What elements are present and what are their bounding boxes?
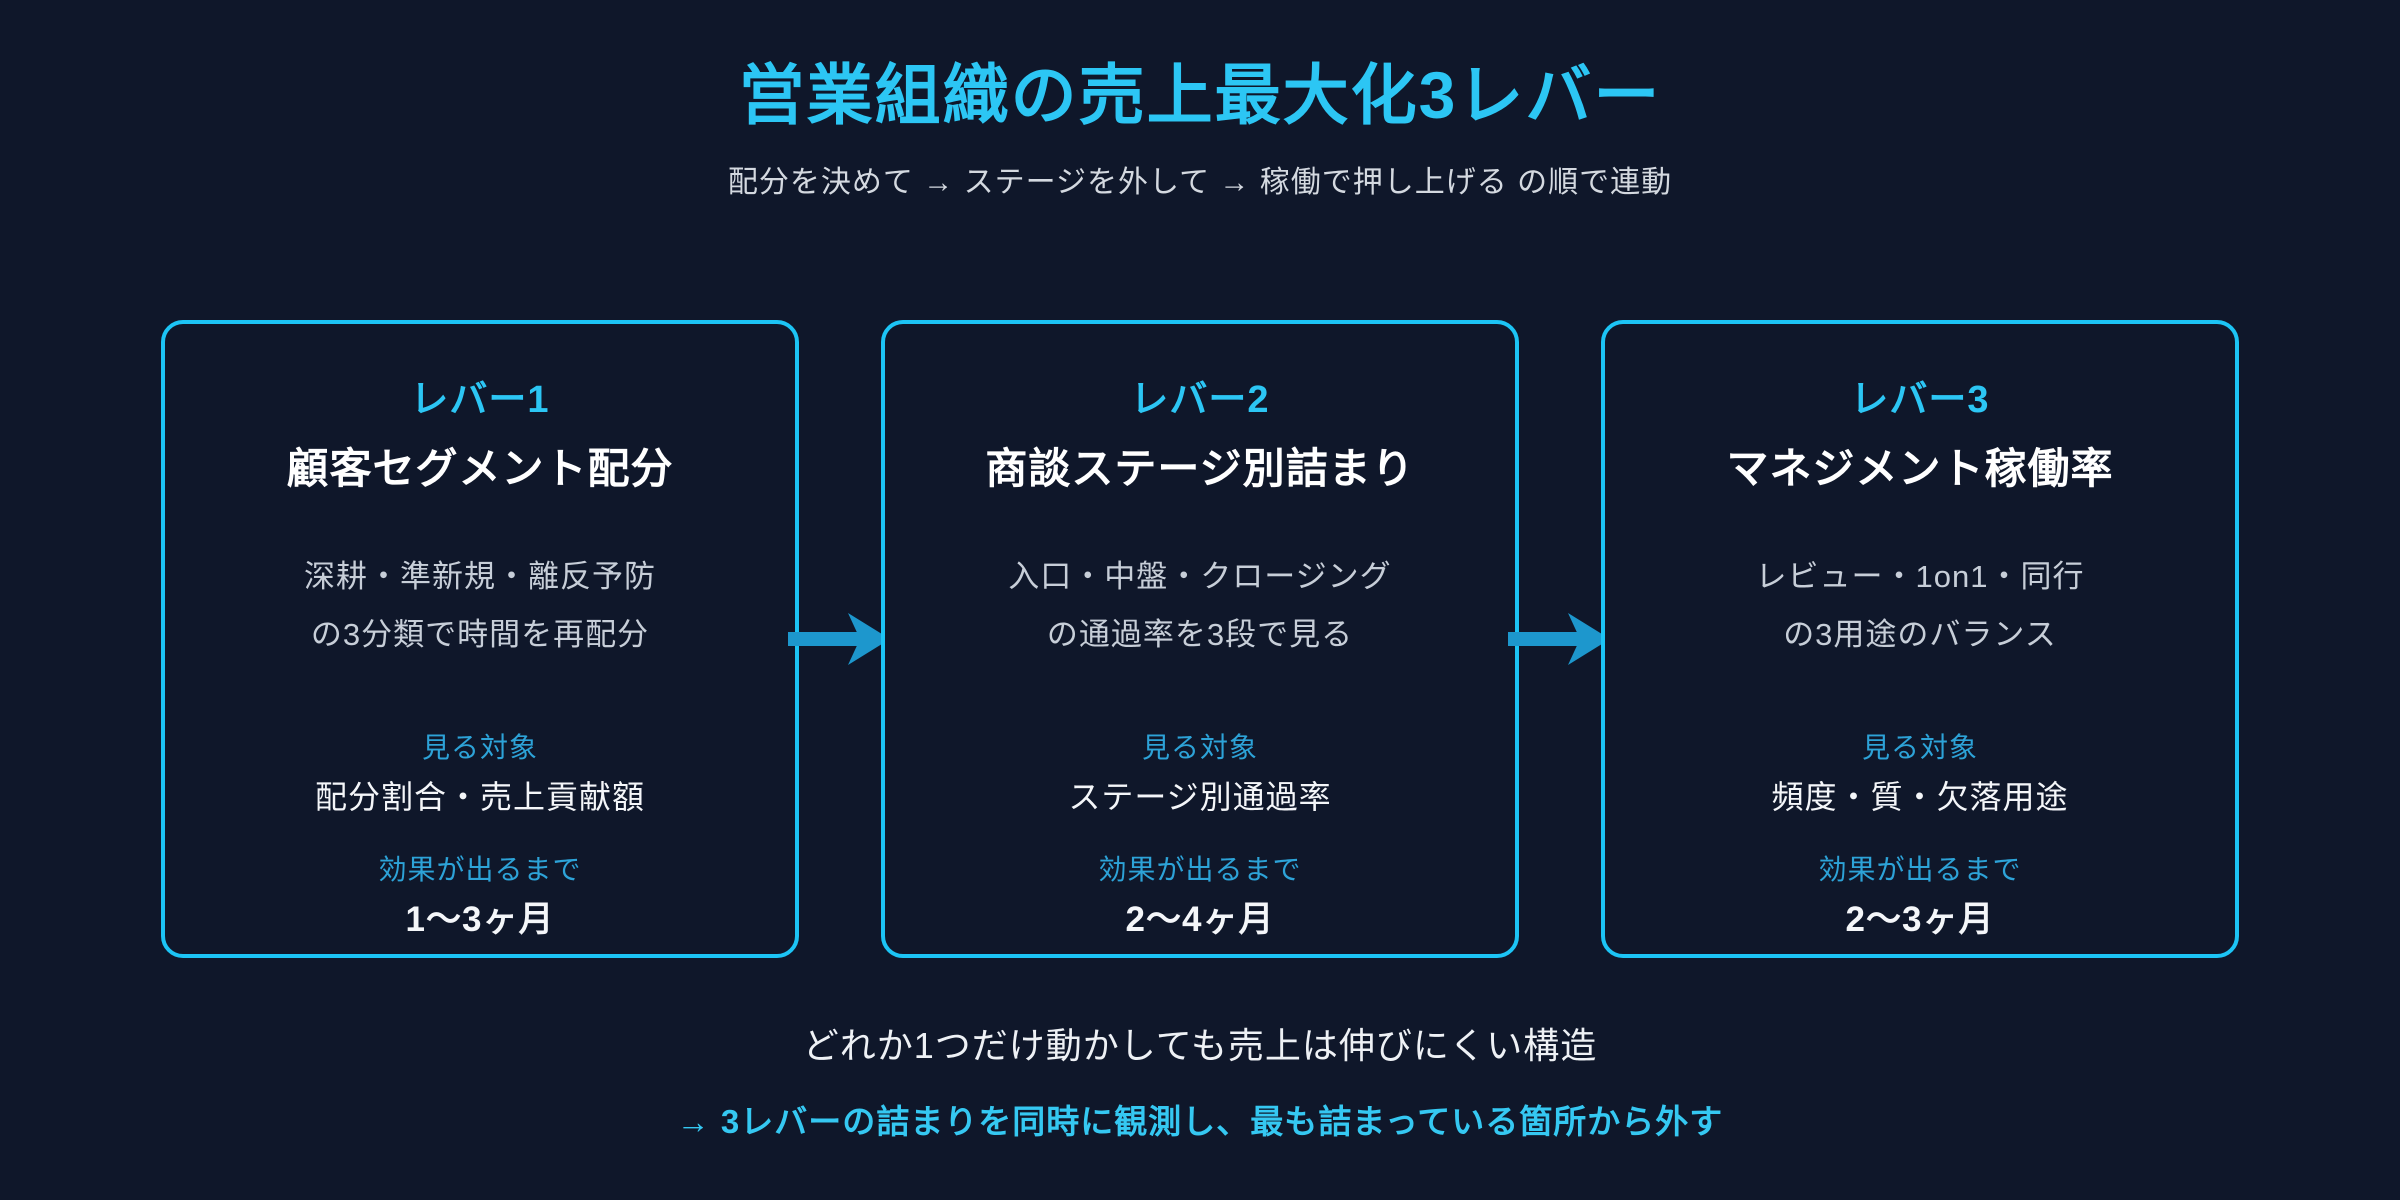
page-title: 営業組織の売上最大化3レバー <box>738 58 1662 132</box>
lever-3-description: レビュー・1on1・同行 の3用途のバランス <box>1605 548 2235 664</box>
lever-2-effect-value: 2〜4ヶ月 <box>1125 900 1275 939</box>
page-subtitle: 配分を決めて → ステージを外して → 稼働で押し上げる の順で連動 <box>727 166 1673 199</box>
lever-1-effect-value: 1〜3ヶ月 <box>405 900 555 939</box>
lever-1-title: 顧客セグメント配分 <box>286 445 674 492</box>
lever-1-desc-line2: の3分類で時間を再配分 <box>310 617 650 652</box>
lever-3-watch-label: 見る対象 <box>1861 732 1978 763</box>
lever-2-desc-line2: の通過率を3段で見る <box>1046 617 1354 652</box>
connector-2 <box>1508 609 1610 669</box>
connector-1 <box>788 609 890 669</box>
footer: どれか1つだけ動かしても売上は伸びにくい構造 → 3レバーの詰まりを同時に観測し… <box>0 1022 2400 1144</box>
lever-1-description: 深耕・準新規・離反予防 の3分類で時間を再配分 <box>165 548 795 664</box>
lever-2-title: 商談ステージ別詰まり <box>985 445 1415 492</box>
footer-action: → 3レバーの詰まりを同時に観測し、最も詰まっている箇所から外す <box>676 1103 1724 1140</box>
header: 営業組織の売上最大化3レバー 配分を決めて → ステージを外して → 稼働で押し… <box>0 0 2400 202</box>
lever-2-description: 入口・中盤・クロージング の通過率を3段で見る <box>885 548 1515 664</box>
arrow-right-icon <box>1508 613 1610 665</box>
levers-row: レバー1 顧客セグメント配分 深耕・準新規・離反予防 の3分類で時間を再配分 見… <box>0 320 2400 958</box>
lever-card-3: レバー3 マネジメント稼働率 レビュー・1on1・同行 の3用途のバランス 見る… <box>1601 320 2239 958</box>
lever-card-1: レバー1 顧客セグメント配分 深耕・準新規・離反予防 の3分類で時間を再配分 見… <box>161 320 799 958</box>
lever-3-desc-line2: の3用途のバランス <box>1783 617 2057 652</box>
lever-2-watch-value: ステージ別通過率 <box>1068 779 1332 815</box>
lever-1-watch-value: 配分割合・売上貢献額 <box>314 779 645 815</box>
lever-2-watch-label: 見る対象 <box>1141 732 1258 763</box>
lever-1-effect-label: 効果が出るまで <box>378 854 582 885</box>
arrow-right-icon <box>788 613 890 665</box>
lever-2-effect-label: 効果が出るまで <box>1098 854 1302 885</box>
lever-card-2: レバー2 商談ステージ別詰まり 入口・中盤・クロージング の通過率を3段で見る … <box>881 320 1519 958</box>
lever-2-desc-line1: 入口・中盤・クロージング <box>1008 559 1392 594</box>
lever-1-watch-label: 見る対象 <box>421 732 538 763</box>
lever-3-label: レバー3 <box>1850 379 1990 421</box>
lever-1-label: レバー1 <box>410 379 550 421</box>
lever-3-watch-value: 頻度・質・欠落用途 <box>1771 779 2069 815</box>
lever-3-effect-label: 効果が出るまで <box>1818 854 2022 885</box>
lever-3-title: マネジメント稼働率 <box>1726 445 2114 492</box>
lever-3-desc-line1: レビュー・1on1・同行 <box>1755 559 2085 594</box>
lever-3-effect-value: 2〜3ヶ月 <box>1845 900 1995 939</box>
lever-1-desc-line1: 深耕・準新規・離反予防 <box>304 559 656 594</box>
lever-2-label: レバー2 <box>1130 379 1270 421</box>
footer-conclusion: どれか1つだけ動かしても売上は伸びにくい構造 <box>802 1025 1598 1066</box>
